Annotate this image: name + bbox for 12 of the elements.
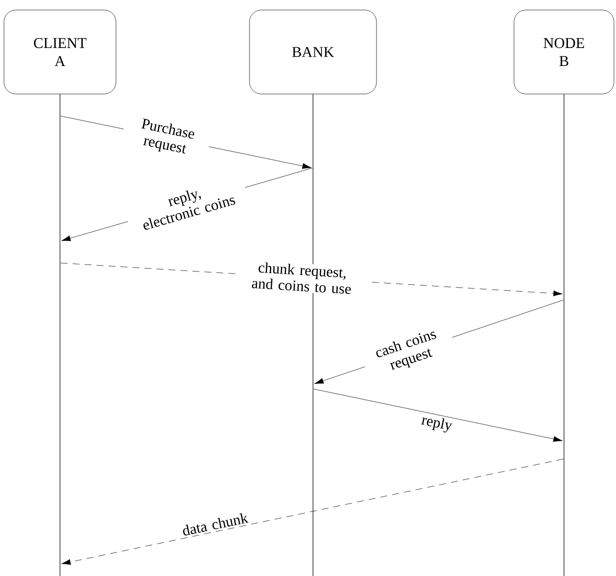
participant-box: NODE B: [514, 10, 614, 94]
participant-box: BANK: [249, 10, 377, 94]
edge-label: reply, electronic coins: [144, 190, 236, 230]
edge-label: data chunk: [183, 513, 249, 536]
edge-label: chunk request, and coins to use: [252, 262, 351, 294]
edge-label: reply: [421, 418, 452, 432]
edge-label: cash coins request: [376, 332, 436, 370]
message-arrow: [61, 458, 564, 565]
participant-box: CLIENT A: [4, 10, 116, 94]
message-arrow: [313, 388, 563, 442]
edge-label: Purchase request: [141, 118, 194, 154]
lifeline: [312, 94, 314, 576]
